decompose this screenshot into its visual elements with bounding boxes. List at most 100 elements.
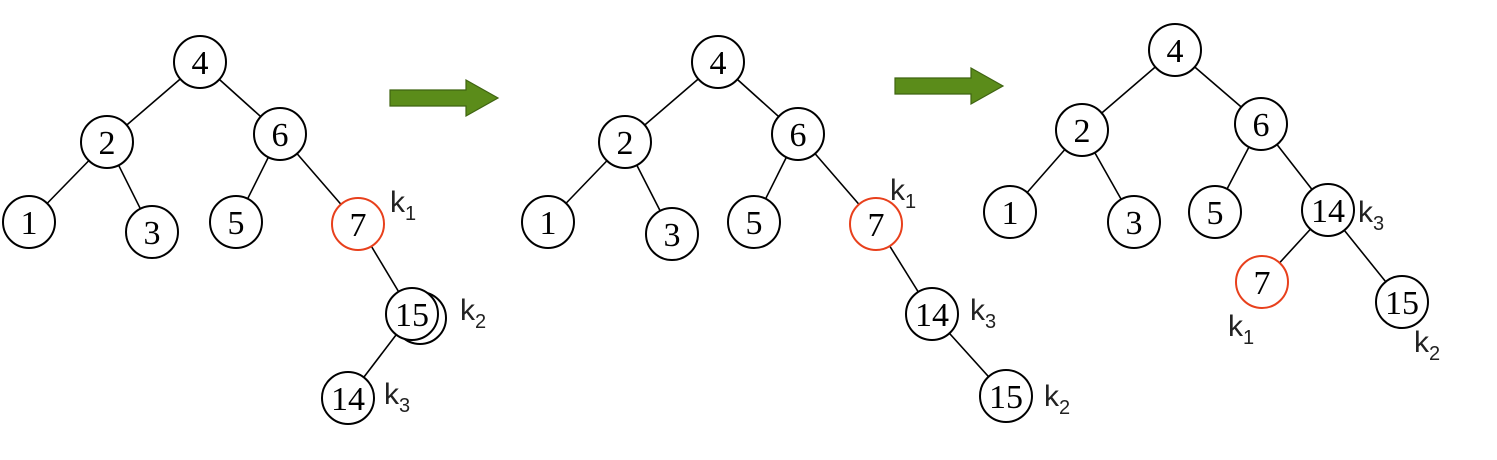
node-value: 2 xyxy=(1074,113,1091,150)
key-label-letter: k xyxy=(1228,310,1244,343)
key-label-subscript: 1 xyxy=(405,203,416,225)
node-circle xyxy=(521,195,575,249)
node-circle xyxy=(983,185,1037,239)
key-label-subscript: 2 xyxy=(475,311,486,333)
key-label: k1 xyxy=(890,174,916,213)
tree-node: 15 xyxy=(979,369,1033,423)
node-value: 5 xyxy=(1207,195,1224,232)
node-circle xyxy=(1375,275,1429,329)
tree-node: 15 xyxy=(385,287,447,345)
tree-node: 5 xyxy=(1188,185,1242,239)
node-circle xyxy=(80,115,134,169)
tree-node: 2 xyxy=(80,115,134,169)
node-circle xyxy=(1107,195,1161,249)
node-value: 4 xyxy=(1167,33,1184,70)
tree-node: 6 xyxy=(771,107,825,161)
node-circle xyxy=(125,205,179,259)
key-label-subscript: 3 xyxy=(399,395,410,417)
tree-node: 14 xyxy=(905,287,959,341)
node-value: 14 xyxy=(1311,193,1345,230)
node-circle xyxy=(598,115,652,169)
tree-node: 4 xyxy=(173,35,227,89)
tree-node: 5 xyxy=(727,195,781,249)
tree-node: 1 xyxy=(983,185,1037,239)
key-label-letter: k xyxy=(390,186,406,219)
right-arrow-icon xyxy=(894,66,1005,106)
node-value: 6 xyxy=(1253,107,1270,144)
node-value: 5 xyxy=(228,205,245,242)
key-label: k2 xyxy=(1044,380,1070,419)
node-circle xyxy=(905,287,959,341)
tree-node: 7 xyxy=(849,197,903,251)
node-circle xyxy=(1235,255,1289,309)
tree-2: 4 2 6 1 3 5 7 14 15 xyxy=(521,35,1033,423)
node-value: 15 xyxy=(989,379,1023,416)
node-circle xyxy=(385,287,439,341)
key-label-letter: k xyxy=(970,294,986,327)
tree-node: 14 xyxy=(321,371,375,425)
tree-node: 14 xyxy=(1301,183,1355,237)
key-label-subscript: 1 xyxy=(905,191,916,213)
node-circle xyxy=(209,195,263,249)
node-circle xyxy=(691,35,745,89)
key-label-letter: k xyxy=(460,294,476,327)
key-label: k3 xyxy=(1358,196,1384,235)
node-circle xyxy=(1055,103,1109,157)
key-label: k2 xyxy=(460,294,486,333)
node-value: 2 xyxy=(617,125,634,162)
node-value: 6 xyxy=(272,117,289,154)
key-label: k3 xyxy=(970,294,996,333)
tree-node: 3 xyxy=(645,207,699,261)
tree-node: 15 xyxy=(1375,275,1429,329)
tree-node: 4 xyxy=(1148,23,1202,77)
tree-node: 5 xyxy=(209,195,263,249)
node-value: 15 xyxy=(395,297,429,334)
tree-node: 3 xyxy=(125,205,179,259)
node-value: 4 xyxy=(710,45,727,82)
node-circle xyxy=(979,369,1033,423)
node-value: 3 xyxy=(664,217,681,254)
node-circle xyxy=(253,107,307,161)
tree-node: 1 xyxy=(2,195,56,249)
tree-node: 1 xyxy=(521,195,575,249)
node-value: 14 xyxy=(915,297,949,334)
node-value: 1 xyxy=(540,205,557,242)
node-circle xyxy=(173,35,227,89)
key-label-letter: k xyxy=(1358,196,1374,229)
node-value: 7 xyxy=(350,207,367,244)
key-label-letter: k xyxy=(1414,326,1430,359)
key-label-subscript: 2 xyxy=(1059,397,1070,419)
key-label: k2 xyxy=(1414,326,1440,365)
node-circle xyxy=(1301,183,1355,237)
node-value: 2 xyxy=(99,125,116,162)
key-label-letter: k xyxy=(1044,380,1060,413)
key-label-letter: k xyxy=(384,378,400,411)
key-label-letter: k xyxy=(890,174,906,207)
key-label-subscript: 3 xyxy=(985,311,996,333)
node-value: 3 xyxy=(144,215,161,252)
tree-node: 6 xyxy=(1234,97,1288,151)
node-circle xyxy=(1188,185,1242,239)
node-value: 14 xyxy=(331,381,365,418)
node-circle xyxy=(727,195,781,249)
tree-node: 6 xyxy=(253,107,307,161)
node-circle xyxy=(331,197,385,251)
node-value: 1 xyxy=(21,205,38,242)
tree-3: 4 2 6 1 3 5 14 7 15 xyxy=(983,23,1429,329)
key-label-subscript: 1 xyxy=(1243,327,1254,349)
node-circle xyxy=(645,207,699,261)
node-value: 7 xyxy=(1254,265,1271,302)
tree-node: 7 xyxy=(1235,255,1289,309)
node-circle xyxy=(849,197,903,251)
node-circle xyxy=(1234,97,1288,151)
tree-node: 2 xyxy=(598,115,652,169)
tree-node: 4 xyxy=(691,35,745,89)
key-label: k1 xyxy=(1228,310,1254,349)
node-value: 1 xyxy=(1002,195,1019,232)
node-value: 7 xyxy=(868,207,885,244)
tree-node: 3 xyxy=(1107,195,1161,249)
node-value: 5 xyxy=(746,205,763,242)
right-arrow-icon xyxy=(389,78,500,118)
